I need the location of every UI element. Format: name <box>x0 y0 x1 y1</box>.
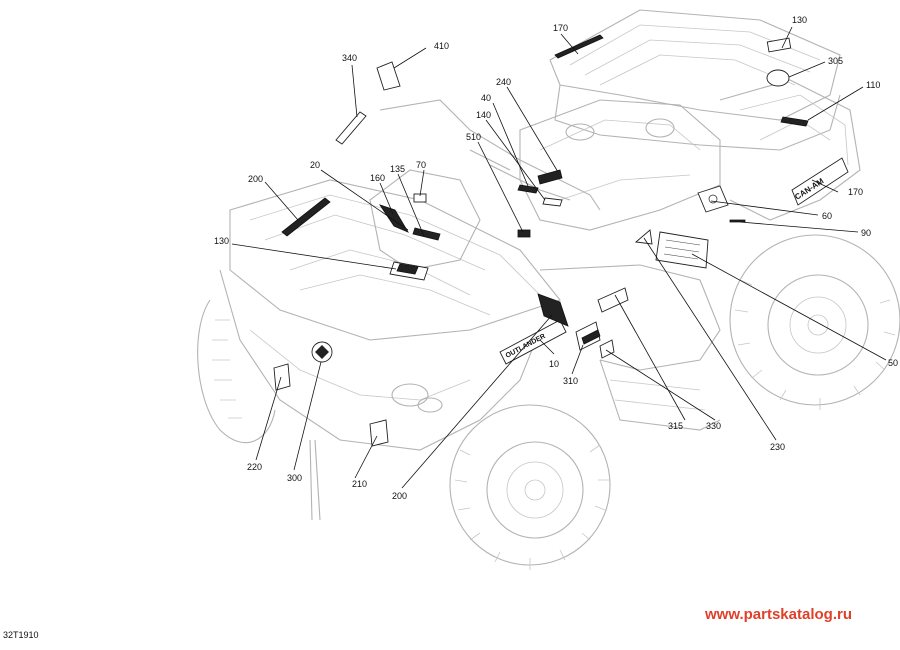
decal-340 <box>335 111 367 145</box>
callout-220: 220 <box>247 462 262 472</box>
callout-50: 50 <box>888 358 898 368</box>
callout-300: 300 <box>287 473 302 483</box>
decal-110 <box>780 116 809 127</box>
decal-50 <box>655 231 709 269</box>
callout-410: 410 <box>434 41 449 51</box>
decal-170-brand: CAN-AM <box>791 157 849 206</box>
callout-140: 140 <box>476 110 491 120</box>
decal-330 <box>599 339 615 359</box>
decal-160 <box>379 204 409 233</box>
callout-310: 310 <box>563 376 578 386</box>
atv-outline <box>197 9 900 570</box>
callout-40: 40 <box>481 93 491 103</box>
callout-170-brand: 170 <box>848 187 863 197</box>
decals: CAN-AM OUTLANDER <box>273 34 849 447</box>
callout-170-rear: 170 <box>553 23 568 33</box>
decal-200-front-rack <box>281 197 331 237</box>
decal-170-rear-rack <box>554 34 604 59</box>
leader-lines <box>231 26 887 489</box>
callout-70: 70 <box>416 160 426 170</box>
callout-160: 160 <box>370 173 385 183</box>
diagram-code: 32T1910 <box>3 630 39 640</box>
callout-130-rear: 130 <box>792 15 807 25</box>
decal-230 <box>634 229 653 245</box>
decal-510 <box>517 229 531 238</box>
decal-60 <box>697 185 729 213</box>
callout-330: 330 <box>706 421 721 431</box>
watermark: www.partskatalog.ru <box>705 606 852 623</box>
decal-10-outlander: OUTLANDER <box>499 319 567 365</box>
callout-labels: 170 130 305 110 410 340 240 40 140 510 2… <box>214 15 898 501</box>
decal-220 <box>273 363 291 391</box>
decal-200-side <box>537 293 569 327</box>
decal-40 <box>517 184 539 194</box>
decal-140 <box>542 197 563 207</box>
callout-90: 90 <box>861 228 871 238</box>
callout-200-side: 200 <box>392 491 407 501</box>
decal-305 <box>766 69 790 87</box>
decal-315 <box>597 287 629 313</box>
decal-410 <box>376 61 401 91</box>
callout-60: 60 <box>822 211 832 221</box>
callout-230: 230 <box>770 442 785 452</box>
callout-20: 20 <box>310 160 320 170</box>
callout-200-rack: 200 <box>248 174 263 184</box>
callout-240: 240 <box>496 77 511 87</box>
callout-130-front: 130 <box>214 236 229 246</box>
decal-135 <box>412 227 441 241</box>
callout-210: 210 <box>352 479 367 489</box>
decal-240 <box>537 169 563 185</box>
callout-110: 110 <box>866 80 880 90</box>
callout-305: 305 <box>828 56 843 66</box>
decal-90 <box>729 219 746 223</box>
callout-340: 340 <box>342 53 357 63</box>
callout-315: 315 <box>668 421 683 431</box>
callout-10: 10 <box>549 359 559 369</box>
callout-510: 510 <box>466 132 481 142</box>
callout-135: 135 <box>390 164 405 174</box>
decal-210 <box>369 419 389 447</box>
